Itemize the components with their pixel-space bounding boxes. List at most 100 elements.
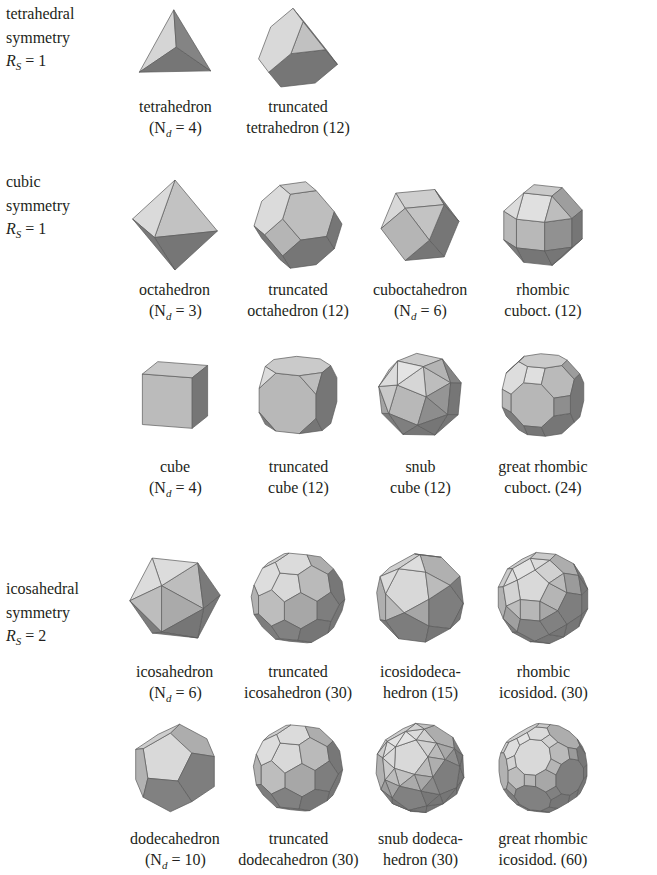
polyhedron-face: [152, 632, 198, 638]
polyhedron-face: [317, 592, 339, 621]
polyhedron-face: [383, 747, 396, 768]
ratio-value: = 1: [25, 52, 46, 69]
count-symbol: (N: [149, 684, 166, 701]
count-subscript: d: [166, 310, 172, 322]
symmetry-label: cubic symmetry: [6, 170, 70, 218]
polyhedron-face: [570, 374, 583, 422]
polyhedron-face: [283, 236, 335, 268]
count-symbol: (N: [149, 119, 166, 136]
polyhedron-face: [415, 554, 442, 557]
polyhedron-face: [254, 226, 290, 268]
ratio-value: = 2: [25, 627, 46, 644]
count-subscript: d: [166, 487, 172, 499]
polyhedron-face: [421, 777, 440, 794]
ratio-subscript: S: [16, 635, 22, 647]
polyhedron-face: [399, 555, 426, 572]
polyhedron-face: [437, 743, 455, 759]
polyhedron-face: [519, 354, 568, 368]
polyhedron: [133, 180, 218, 270]
ratio-subscript: S: [16, 60, 22, 72]
polyhedron-face: [450, 576, 463, 603]
polyhedron-face: [379, 361, 398, 386]
polyhedron-face: [448, 383, 462, 415]
polyhedron: [254, 182, 342, 269]
polyhedron-face: [517, 733, 530, 746]
polyhedron: [251, 553, 345, 643]
polyhedron: [499, 724, 587, 813]
polyhedron-face: [506, 356, 524, 373]
polyhedron-face: [397, 361, 423, 385]
polyhedron: [377, 554, 464, 642]
symbol-line: RS= 1: [6, 218, 46, 245]
polyhedron-face: [381, 790, 392, 804]
caption: truncated dodecahedron (30): [238, 828, 359, 870]
polyhedron-face: [545, 218, 572, 250]
symmetry-label: icosahedral symmetry: [6, 577, 79, 625]
caption: great rhombic icosidod. (60): [498, 828, 588, 870]
symbol-line: (Nd= 6): [149, 682, 202, 709]
symbol-line: (Nd= 4): [149, 477, 202, 504]
caption: snub dodeca- hedron (30): [378, 828, 463, 870]
polyhedron: [259, 356, 337, 433]
polyhedron: [259, 8, 338, 87]
polyhedron-face: [283, 191, 335, 240]
polyhedron: [504, 185, 582, 266]
polyhedron-face: [507, 553, 536, 569]
symbol-line: (Nd= 6): [394, 300, 447, 327]
polyhedron-face: [568, 748, 578, 760]
polyhedron-face: [379, 385, 398, 413]
count-value: = 10): [171, 851, 205, 868]
symbol-line: (Nd= 10): [145, 849, 206, 875]
polyhedron-face: [409, 806, 427, 813]
polyhedron: [381, 189, 459, 260]
polyhedron-face: [253, 754, 261, 785]
polyhedron-face: [254, 562, 280, 596]
polyhedron-face: [298, 619, 331, 642]
count-subscript: d: [166, 127, 172, 139]
polyhedron-face: [256, 734, 280, 765]
polyhedron: [376, 723, 464, 812]
symbol-line: RS= 1: [6, 50, 46, 77]
caption: cuboctahedron: [373, 279, 467, 300]
caption: truncated cube (12): [268, 456, 329, 498]
count-subscript: d: [411, 310, 417, 322]
polyhedron-face: [251, 585, 258, 614]
caption: truncated octahedron (12): [247, 279, 349, 321]
polyhedron-face: [514, 786, 551, 811]
polyhedron-face: [259, 366, 276, 388]
polyhedron: [502, 354, 584, 437]
count-subscript: d: [162, 859, 168, 871]
polyhedron-face: [450, 603, 463, 628]
polyhedron-face: [574, 564, 588, 589]
polyhedron-face: [499, 753, 508, 790]
polyhedron-face: [259, 412, 276, 431]
polyhedron-face: [425, 572, 450, 599]
polyhedron-face: [381, 208, 429, 260]
polyhedron-face: [271, 788, 302, 809]
polyhedron-face: [379, 361, 398, 386]
polyhedron-face: [435, 189, 459, 221]
polyhedron-face: [380, 620, 399, 639]
polyhedron-face: [503, 619, 517, 633]
polyhedron-face: [504, 240, 524, 262]
polyhedron-face: [549, 624, 567, 636]
polyhedron-face: [503, 606, 520, 632]
polyhedron-face: [133, 219, 175, 270]
polyhedron-face: [254, 185, 290, 234]
ratio-symbol: R: [6, 220, 16, 237]
polyhedron-face: [516, 219, 544, 251]
polyhedron-face: [142, 374, 192, 428]
symmetry-label: tetrahedral symmetry: [6, 2, 75, 50]
caption: octahedron: [139, 279, 210, 300]
ratio-symbol: R: [6, 627, 16, 644]
polyhedron-face: [501, 742, 509, 753]
caption: dodecahedron: [130, 828, 220, 849]
polyhedron-face: [502, 407, 527, 435]
count-symbol: (N: [149, 302, 166, 319]
polyhedron: [253, 725, 342, 811]
polyhedron-face: [380, 569, 399, 594]
caption: icosidodeca- hedron (15): [380, 661, 461, 703]
count-symbol: (N: [145, 851, 162, 868]
polyhedron-face: [545, 247, 572, 265]
count-value: = 6): [175, 684, 201, 701]
